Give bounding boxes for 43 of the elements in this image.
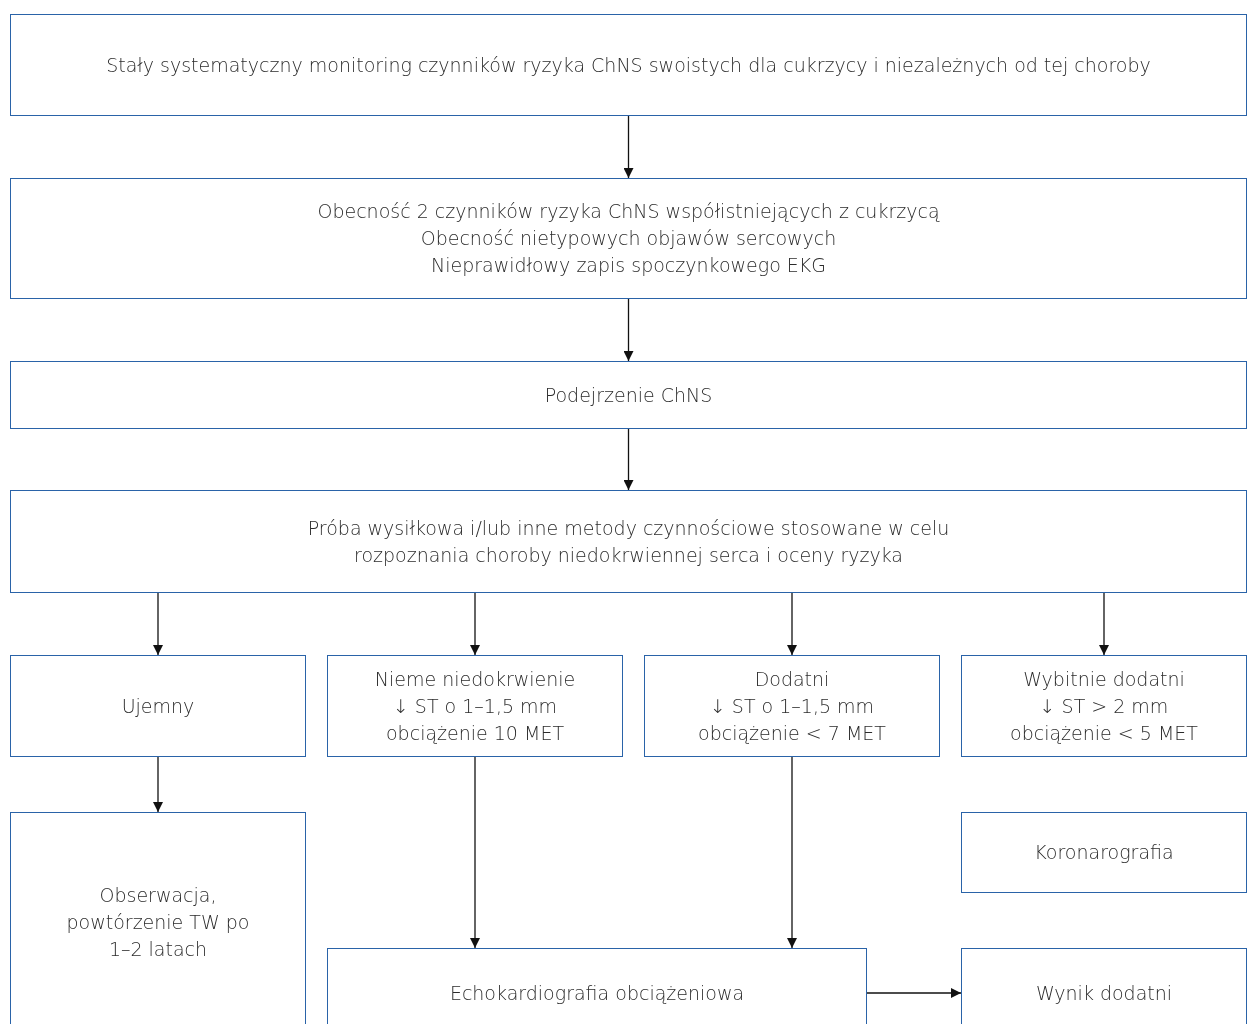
- box-text: Podejrzenie ChNS: [544, 382, 713, 408]
- process-box: [10, 361, 1247, 429]
- box-text: Echokardiografia obciążeniowa: [449, 980, 745, 1006]
- arrow: [153, 592, 163, 656]
- box-text: obciążenie 10 MET: [386, 720, 564, 746]
- box-text: ↓ ST o 1–1,5 mm: [709, 693, 875, 719]
- box-text: Koronarografia: [1034, 840, 1174, 865]
- arrow: [470, 592, 480, 656]
- box-text: Ujemny: [121, 693, 195, 719]
- process-box: [327, 948, 867, 1024]
- box-text: obciążenie < 7 MET: [698, 720, 886, 746]
- box-text: obciążenie < 5 MET: [1010, 720, 1198, 746]
- arrow: [787, 592, 797, 656]
- box-text: ↓ ST > 2 mm: [1039, 693, 1169, 719]
- arrow: [623, 115, 634, 179]
- process-box: [10, 490, 1247, 593]
- box-text: Obecność 2 czynników ryzyka ChNS współistniejących z cukrzycą: [317, 199, 940, 224]
- box-text: Dodatni: [754, 666, 830, 692]
- box-text: Wynik dodatni: [1035, 980, 1173, 1006]
- box-text: Nieme niedokrwienie: [374, 666, 576, 692]
- process-box: [10, 655, 306, 757]
- box-text: Obecność nietypowych objawów sercowych: [420, 226, 837, 251]
- process-box: [10, 812, 306, 1024]
- arrow: [623, 298, 634, 362]
- process-box: [961, 655, 1247, 757]
- box-text: Wybitnie dodatni: [1023, 666, 1185, 692]
- process-box: [10, 14, 1247, 116]
- box-text: Obserwacja, powtórzenie TW po 1–2 latach: [65, 882, 251, 962]
- arrow: [866, 988, 962, 998]
- process-box: [961, 812, 1247, 893]
- box-text: Stały systematyczny monitoring czynników ryzyka ChNS swoistych dla cukrzycy i niezależnych od tej choroby: [106, 52, 1151, 78]
- box-text: ↓ ST o 1–1,5 mm: [392, 693, 558, 719]
- arrow: [153, 756, 163, 813]
- box-text: Nieprawidłowy zapis spoczynkowego EKG: [430, 253, 826, 278]
- arrow: [1099, 592, 1109, 656]
- process-box: [327, 655, 623, 757]
- process-box: [10, 178, 1247, 299]
- arrow: [470, 756, 480, 949]
- process-box: [961, 948, 1247, 1024]
- arrow: [623, 428, 634, 491]
- box-text: Próba wysiłkowa i/lub inne metody czynnościowe stosowane w celu rozpoznania choroby niedokrwiennej serca i oceny ryzyka: [306, 515, 951, 568]
- process-box: [644, 655, 940, 757]
- arrow: [787, 756, 797, 949]
